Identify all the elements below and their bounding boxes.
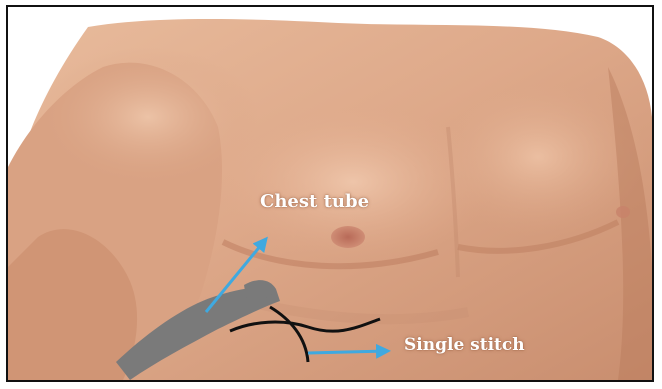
single-stitch-label: Single stitch <box>404 335 525 355</box>
chest-tube-label: Chest tube <box>260 191 369 212</box>
photo-frame: Chest tube Single stitch <box>6 5 654 382</box>
nipple <box>331 226 365 248</box>
single-stitch-arrow <box>308 351 388 353</box>
